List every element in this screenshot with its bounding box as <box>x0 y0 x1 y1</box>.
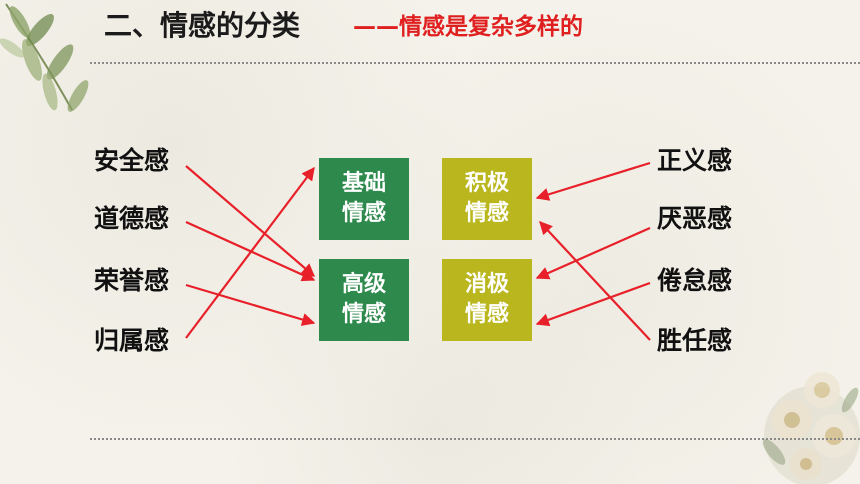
arrow-disgust-to-negative <box>535 226 651 280</box>
positive-emotion-box: 积极 情感 <box>442 158 532 240</box>
arrow-justice-to-positive <box>535 161 651 201</box>
basic-emotion-line1: 基础 <box>341 171 386 196</box>
top-divider <box>90 62 860 64</box>
positive-emotion-line1: 积极 <box>464 171 509 196</box>
flower-cluster-icon <box>762 372 860 484</box>
advanced-emotion-line1: 高级 <box>341 272 386 297</box>
arrow-morality-to-advanced <box>185 220 316 282</box>
basic-emotion-line2: 情感 <box>341 201 386 226</box>
term-disgust: 厌恶感 <box>657 204 733 233</box>
term-security: 安全感 <box>94 146 170 175</box>
term-burnout: 倦怠感 <box>657 266 733 295</box>
page-subtitle: ——情感是复杂多样的 <box>353 14 583 40</box>
arrow-honor-to-advanced <box>185 283 316 326</box>
positive-emotion-line2: 情感 <box>464 201 509 226</box>
page-title: 二、情感的分类 <box>104 9 301 42</box>
arrow-competence-to-positive <box>539 221 651 341</box>
term-competence: 胜任感 <box>657 326 733 355</box>
bottom-divider <box>90 438 860 440</box>
advanced-emotion-line2: 情感 <box>341 302 386 327</box>
basic-emotion-box: 基础 情感 <box>319 158 409 240</box>
leaf-branch-icon <box>0 3 89 112</box>
advanced-emotion-box: 高级 情感 <box>319 259 409 341</box>
arrow-burnout-to-negative <box>535 281 651 327</box>
negative-emotion-box: 消极 情感 <box>442 259 532 341</box>
negative-emotion-line1: 消极 <box>464 272 509 297</box>
term-justice: 正义感 <box>657 146 733 175</box>
term-honor: 荣誉感 <box>94 266 170 295</box>
term-belonging: 归属感 <box>94 326 170 355</box>
arrow-security-to-advanced <box>185 165 316 277</box>
term-morality: 道德感 <box>94 204 170 233</box>
arrow-belonging-to-basic <box>185 166 315 339</box>
negative-emotion-line2: 情感 <box>464 302 509 327</box>
